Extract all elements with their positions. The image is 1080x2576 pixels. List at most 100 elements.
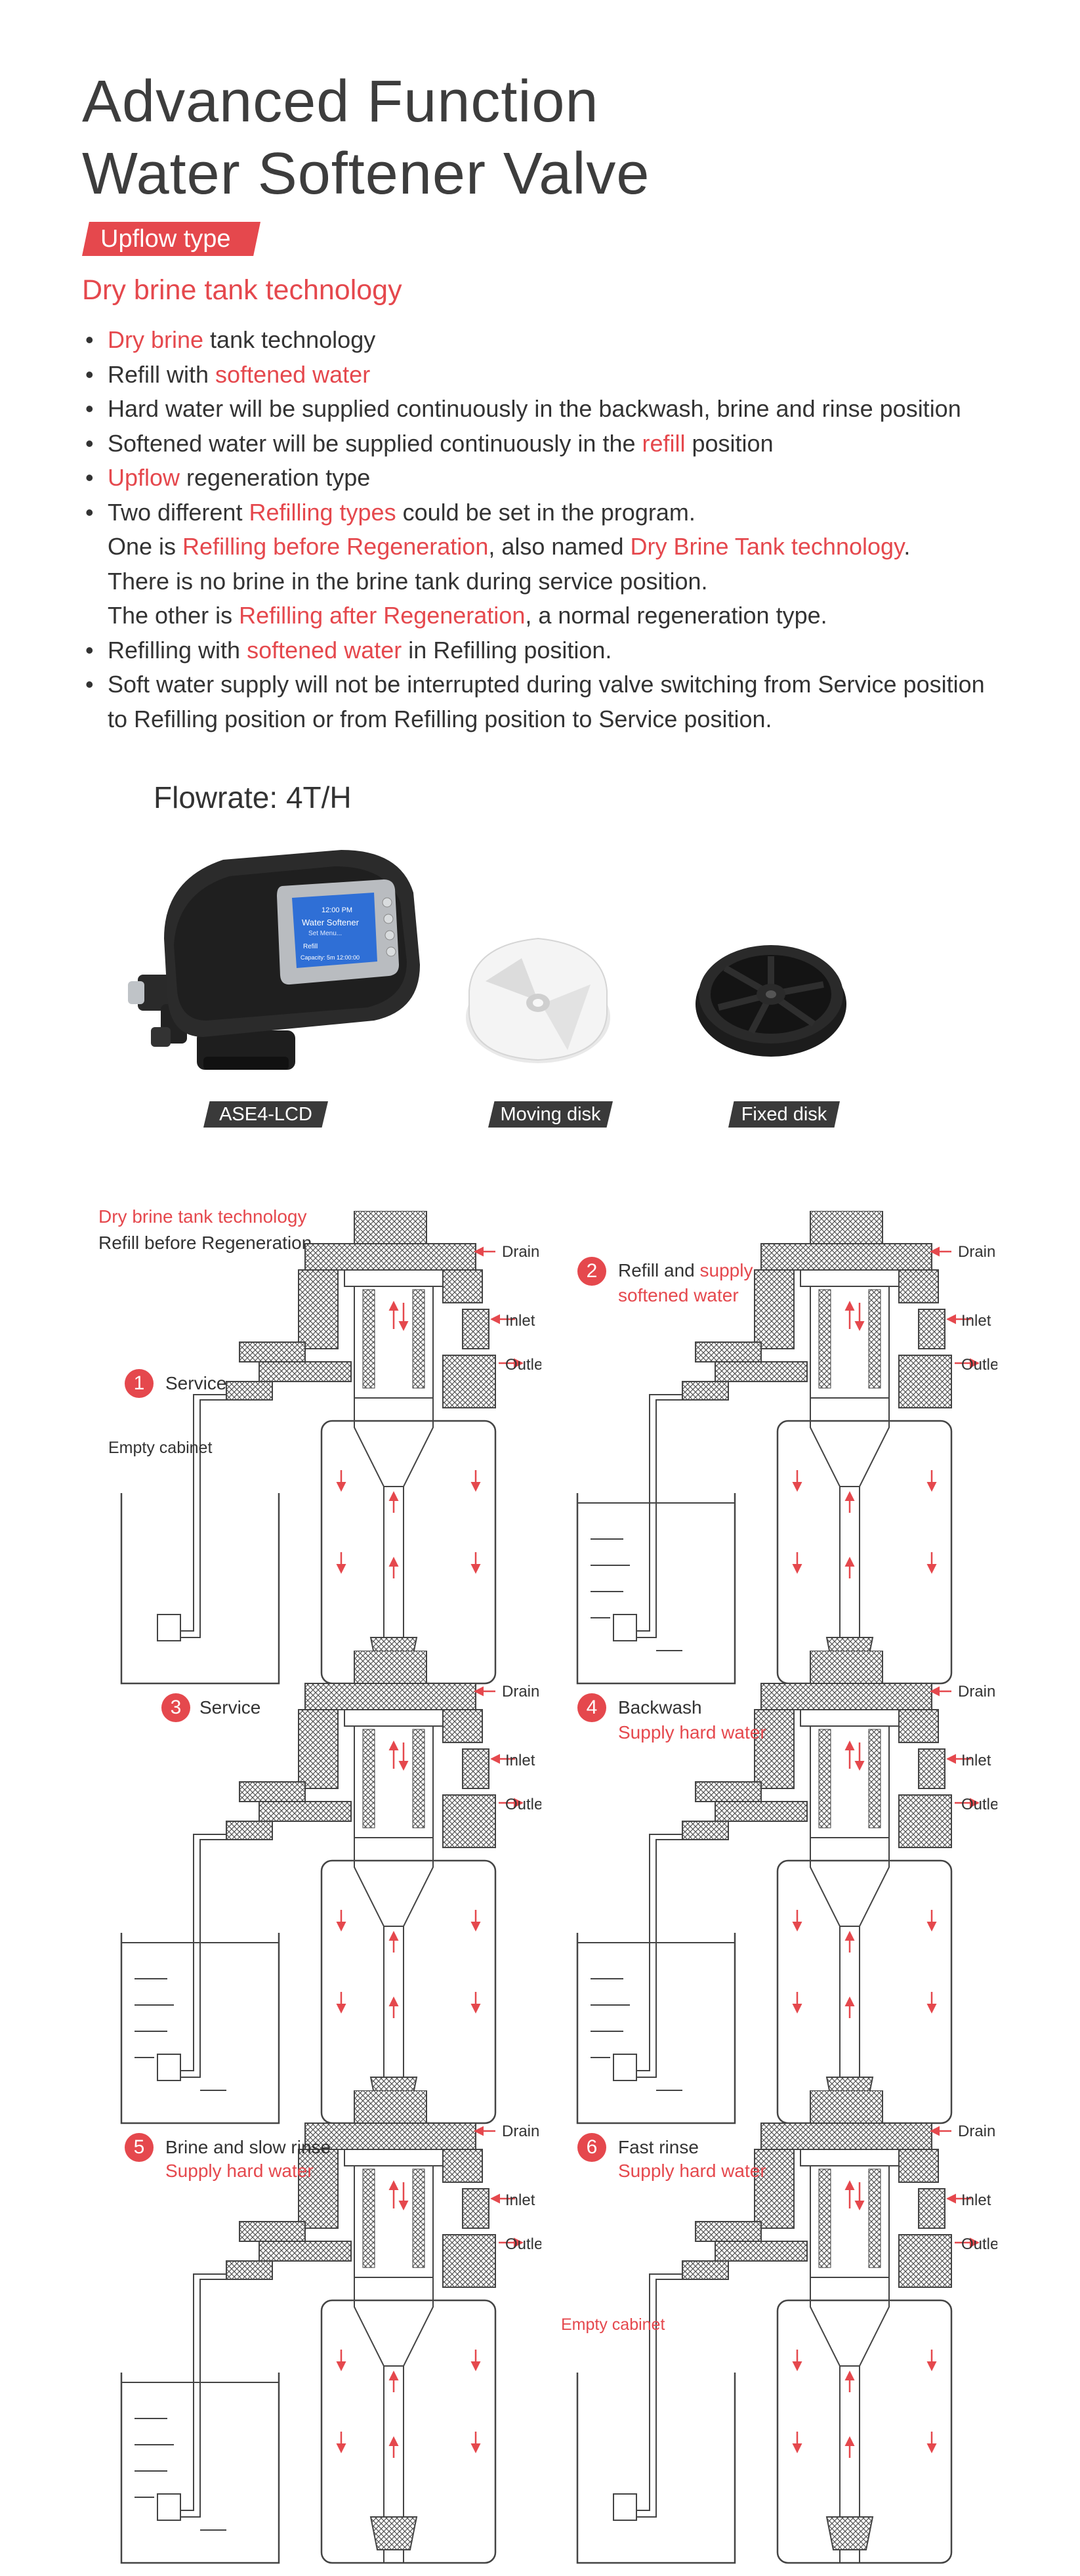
- highlight-text: softened water: [247, 636, 402, 664]
- feature-text: , a normal regeneration type.: [525, 602, 827, 629]
- highlight-text: Refilling after Regeneration: [239, 602, 526, 629]
- feature-item: Refill with softened water: [85, 358, 1056, 392]
- fixed-disk-tag: Fixed disk: [728, 1101, 840, 1128]
- drain-label: Drain: [958, 1683, 995, 1700]
- inlet-label: Inlet: [505, 2191, 535, 2209]
- label-highlight: supply: [699, 1260, 753, 1280]
- feature-text: There is no brine in the brine tank duri…: [108, 567, 708, 595]
- diagram-2-refill: Drain Inlet Outlet: [551, 1211, 997, 1697]
- feature-list: Dry brine tank technology Refill with so…: [85, 323, 1056, 736]
- valve-model-tag: ASE4-LCD: [203, 1101, 328, 1128]
- outlet-label: Outlet: [505, 2235, 541, 2253]
- step-number-2: 2: [577, 1257, 606, 1286]
- outlet-label: Outlet: [505, 1356, 541, 1374]
- highlight-text: Dry brine: [108, 326, 204, 353]
- panel-button: [386, 946, 396, 957]
- outlet-label: Outlet: [961, 2235, 997, 2253]
- lcd-time: 12:00 PM: [322, 906, 352, 914]
- diagram-2-sub: softened water: [618, 1285, 739, 1305]
- highlight-text: Refilling before Regeneration: [182, 533, 489, 560]
- highlight-text: Dry Brine Tank technology: [630, 533, 904, 560]
- feature-text: The other is: [108, 602, 239, 629]
- outlet-label: Outlet: [505, 1796, 541, 1813]
- feature-item: Soft water supply will not be interrupte…: [85, 667, 1056, 736]
- inlet-label: Inlet: [961, 1752, 991, 1769]
- highlight-text: refill: [642, 429, 686, 457]
- feature-text: , also named: [488, 533, 631, 560]
- feature-text: could be set in the program.: [396, 498, 696, 526]
- inlet-label: Inlet: [961, 2191, 991, 2209]
- diagram-4-backwash: Drain Inlet Outlet: [551, 1651, 997, 2136]
- feature-text: One is: [108, 533, 183, 560]
- feature-item: Softened water will be supplied continuo…: [85, 427, 1056, 461]
- diagram-5-sub: Supply hard water: [165, 2161, 314, 2181]
- feature-item: Dry brine tank technology: [85, 323, 1056, 358]
- feature-text: position: [685, 429, 774, 457]
- drain-label: Drain: [958, 1243, 995, 1261]
- flowrate-label: Flowrate: 4T/H: [154, 780, 352, 814]
- panel-button: [382, 897, 392, 908]
- step-number-1: 1: [125, 1369, 154, 1398]
- drain-label: Drain: [502, 1243, 539, 1261]
- diagram-2-label: Refill and supply: [618, 1260, 753, 1281]
- diagram-3-label: Service: [199, 1697, 261, 1718]
- diagram-5-label: Brine and slow rinse: [165, 2137, 331, 2157]
- outlet-label: Outlet: [961, 1796, 997, 1813]
- feature-item: Upflow regeneration type: [85, 461, 1056, 496]
- feature-text: tank technology: [203, 326, 376, 353]
- diagram-6-label: Fast rinse: [618, 2137, 699, 2157]
- feature-text: Two different: [108, 498, 249, 526]
- diagram-1-service: Drain Inlet Outlet: [95, 1211, 541, 1697]
- lcd-screen: [292, 893, 377, 968]
- step-number-3: 3: [161, 1693, 190, 1722]
- diagram-intro-black: Refill before Regeneration: [98, 1233, 312, 1253]
- panel-button: [384, 930, 395, 940]
- fixed-disk-image: [696, 945, 846, 1057]
- feature-text: in Refilling position.: [402, 636, 612, 664]
- empty-cabinet-label-red: Empty cabinet: [561, 2315, 665, 2334]
- diagram-3-service: Drain Inlet Outlet: [95, 1651, 541, 2136]
- inlet-label: Inlet: [961, 1312, 991, 1330]
- highlight-text: Refilling types: [249, 498, 396, 526]
- step-number-5: 5: [125, 2133, 154, 2162]
- feature-text: regeneration type: [180, 464, 371, 491]
- step-number-4: 4: [577, 1693, 606, 1722]
- page-title-line-2: Water Softener Valve: [82, 141, 650, 207]
- inlet-label: Inlet: [505, 1752, 535, 1769]
- diagram-intro-red: Dry brine tank technology: [98, 1206, 307, 1227]
- drain-label: Drain: [502, 1683, 539, 1700]
- feature-text: Refilling with: [108, 636, 247, 664]
- feature-text: Refill with: [108, 360, 216, 388]
- highlight-text: Upflow: [108, 464, 180, 491]
- diagram-4-sub: Supply hard water: [618, 1722, 766, 1742]
- label-text: Refill and: [618, 1260, 700, 1280]
- feature-text: Softened water will be supplied continuo…: [108, 429, 642, 457]
- lcd-title: Water Softener: [302, 918, 360, 927]
- feature-text: to Refilling position or from Refilling …: [108, 705, 772, 732]
- upflow-type-badge: Upflow type: [82, 222, 260, 256]
- feature-text: Hard water will be supplied continuously…: [108, 395, 961, 422]
- moving-disk-image: [466, 937, 610, 1063]
- outlet-label: Outlet: [961, 1356, 997, 1374]
- lcd-menu: Set Menu...: [308, 930, 342, 937]
- feature-item: Hard water will be supplied continuously…: [85, 392, 1056, 427]
- panel-button: [383, 914, 394, 924]
- feature-item: Refilling with softened water in Refilli…: [85, 633, 1056, 668]
- page-title-line-1: Advanced Function: [82, 69, 599, 135]
- section-subheading: Dry brine tank technology: [82, 274, 402, 306]
- step-number-6: 6: [577, 2133, 606, 2162]
- drain-label: Drain: [502, 2122, 539, 2140]
- drain-label: Drain: [958, 2122, 995, 2140]
- feature-item: Two different Refilling types could be s…: [85, 496, 1056, 633]
- lcd-capacity: Capacity: 5m 12:00:00: [301, 954, 360, 961]
- feature-text: Soft water supply will not be interrupte…: [108, 671, 985, 698]
- moving-disk-tag: Moving disk: [488, 1101, 613, 1128]
- diagram-4-label: Backwash: [618, 1697, 702, 1718]
- diagram-6-sub: Supply hard water: [618, 2161, 766, 2181]
- empty-cabinet-label: Empty cabinet: [108, 1439, 213, 1457]
- diagram-6-fast-rinse: Drain Inlet Outlet: [551, 2090, 997, 2576]
- lcd-status: Refill: [303, 943, 318, 950]
- highlight-text: softened water: [215, 360, 371, 388]
- diagram-1-label: Service: [165, 1373, 227, 1393]
- feature-text: .: [903, 533, 911, 560]
